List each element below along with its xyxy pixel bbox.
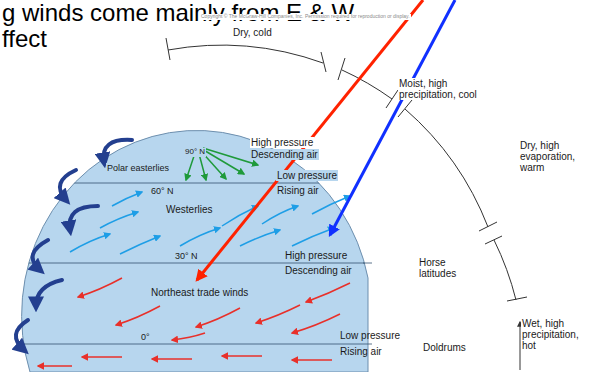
pressure-label: Low pressure xyxy=(276,170,338,181)
climate-label: Moist, high precipitation, cool xyxy=(398,78,492,100)
wind-label: Polar easterlies xyxy=(106,163,170,173)
pressure-label: High pressure xyxy=(250,137,314,148)
climate-label: Wet, high precipitation, hot xyxy=(521,318,587,352)
climate-label: Dry, cold xyxy=(232,27,273,38)
blue-pointer-line xyxy=(330,0,455,235)
latitude-lines xyxy=(0,183,368,344)
trade-wind-arrows xyxy=(78,278,350,340)
zone-label: Doldrums xyxy=(422,342,467,353)
pressure-label: High pressure xyxy=(284,250,348,261)
latitude-label: 90° N xyxy=(184,148,206,157)
latitude-label: 60° N xyxy=(150,186,175,196)
copyright-note: Copyright © The McGraw-Hill Companies, I… xyxy=(200,14,411,20)
wind-label: Westerlies xyxy=(165,204,214,215)
pressure-label: Rising air xyxy=(276,185,320,196)
wind-label: Northeast trade winds xyxy=(150,287,249,298)
slide-text: ffect xyxy=(2,26,47,53)
red-pointer-line xyxy=(197,0,423,280)
latitude-label: 0° xyxy=(140,332,151,342)
climate-label: Dry, high evaporation, warm xyxy=(519,140,587,174)
pressure-label: Low pressure xyxy=(340,330,400,341)
westerly-arrows xyxy=(70,192,350,254)
pressure-label: Descending air xyxy=(284,265,353,276)
zone-label: Horse latitudes xyxy=(418,257,474,279)
globe xyxy=(22,130,368,372)
pressure-label: Rising air xyxy=(340,346,382,357)
latitude-label: 30° N xyxy=(174,251,199,261)
pressure-label: Descending air xyxy=(250,149,319,160)
equator-arrows xyxy=(38,356,332,366)
